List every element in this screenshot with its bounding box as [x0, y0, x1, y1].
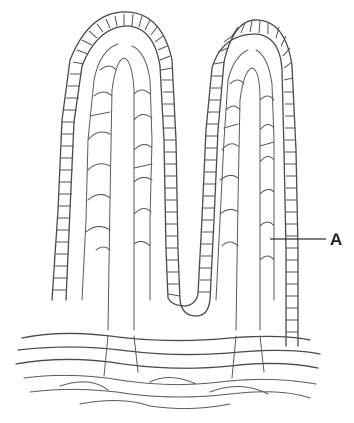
right-villus — [186, 20, 298, 346]
submucosa-layers — [16, 333, 320, 408]
left-villus-capillary-network — [82, 44, 152, 300]
label-a-group: A — [270, 230, 342, 249]
label-a: A — [330, 230, 342, 249]
left-villus — [52, 12, 196, 330]
left-villus-lacteal — [108, 58, 134, 330]
right-villus-epithelial-cells — [199, 21, 298, 332]
right-villus-capillary-network — [216, 50, 274, 300]
right-villus-lacteal — [236, 68, 260, 330]
